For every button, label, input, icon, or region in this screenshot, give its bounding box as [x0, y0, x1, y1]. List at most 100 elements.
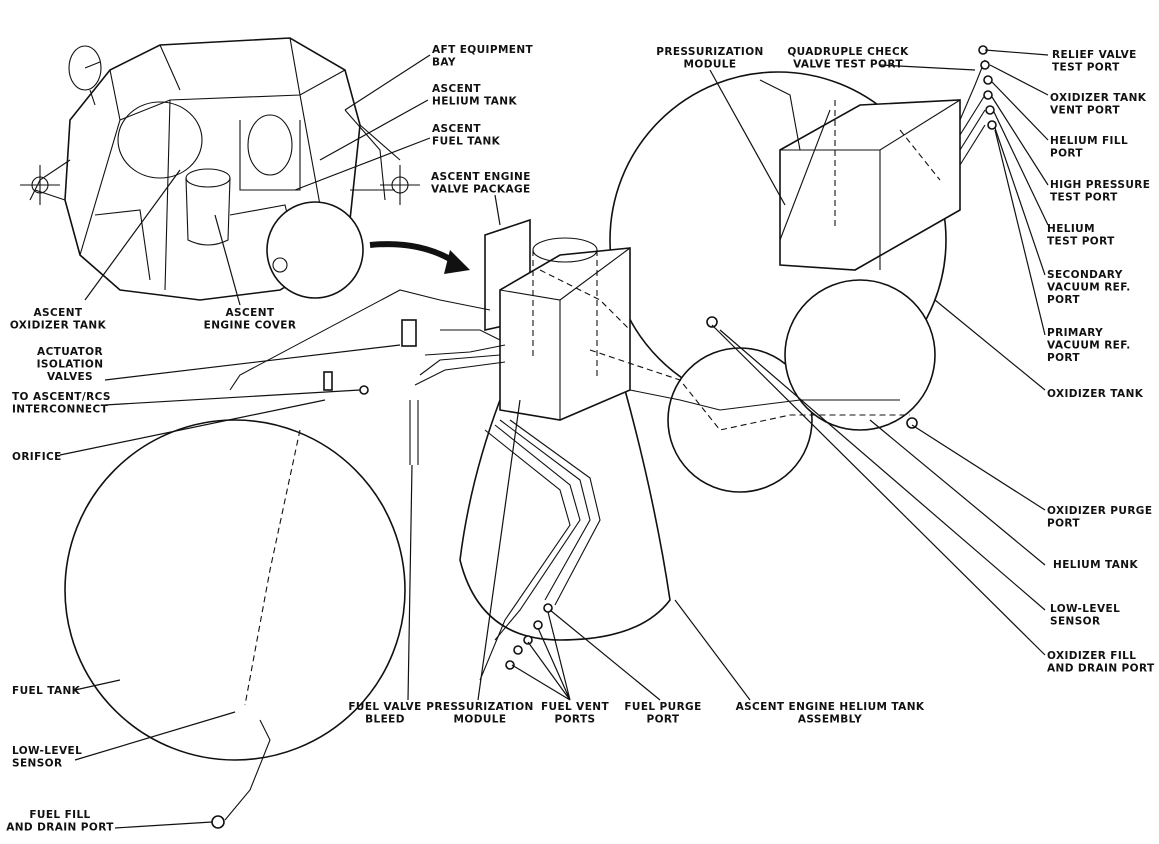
label-line: HIGH PRESSURE: [1050, 179, 1150, 191]
label-line: OXIDIZER PURGE: [1047, 505, 1152, 517]
label-line: PORT: [1047, 294, 1080, 306]
lunar-module-illustration: [20, 37, 420, 301]
label-line: TEST PORT: [1052, 62, 1120, 74]
label-line: INTERCONNECT: [12, 404, 109, 416]
label-line: HELIUM FILL: [1050, 135, 1128, 147]
label-line: HELIUM TANK: [432, 96, 517, 108]
valve-package-box: [484, 218, 631, 421]
label-line: VENT PORT: [1050, 105, 1120, 117]
plumbing-lines: [224, 59, 986, 821]
label-line: OXIDIZER FILL: [1047, 650, 1136, 662]
pressurization-module-box: [779, 99, 961, 271]
label-line: PORT: [1050, 148, 1083, 160]
label-line: TO ASCENT/RCS: [12, 391, 111, 403]
label-line: VACUUM REF.: [1047, 282, 1131, 294]
rcs-thruster-right-icon: [380, 165, 420, 205]
label-line: PORT: [647, 714, 680, 726]
label-line: VALVES: [47, 371, 93, 383]
label-orifice: ORIFICE: [12, 451, 62, 463]
label-line: RELIEF VALVE: [1052, 49, 1137, 61]
label-line: TEST PORT: [1050, 192, 1118, 204]
label-line: PRESSURIZATION: [426, 701, 533, 713]
label-line: ORIFICE: [12, 451, 62, 463]
label-line: VALVE PACKAGE: [431, 184, 531, 196]
label-line: PORT: [1047, 352, 1080, 364]
label-line: HELIUM: [1047, 223, 1095, 235]
label-line: ASCENT ENGINE: [431, 171, 531, 183]
label-line: VALVE TEST PORT: [793, 59, 903, 71]
label-line: LOW-LEVEL: [12, 745, 82, 757]
label-line: BAY: [432, 57, 456, 69]
label-line: LOW-LEVEL: [1050, 603, 1120, 615]
label-line: BLEED: [365, 714, 405, 726]
label-line: ISOLATION: [37, 359, 104, 371]
label-line: FUEL TANK: [12, 685, 81, 697]
label-line: FUEL FILL: [29, 809, 90, 821]
label-line: FUEL VALVE: [348, 701, 421, 713]
label-line: HELIUM TANK: [1053, 559, 1138, 571]
label-line: OXIDIZER TANK: [10, 320, 107, 332]
label-line: FUEL TANK: [432, 136, 501, 148]
label-line: OXIDIZER TANK: [1047, 388, 1144, 400]
rcs-thruster-left-icon: [20, 165, 60, 205]
inset-pointer-arrow: [369, 241, 470, 274]
label-fuel-tank: FUEL TANK: [12, 685, 81, 697]
label-line: SENSOR: [1050, 616, 1101, 628]
label-line: PRESSURIZATION: [656, 46, 763, 58]
label-oxidizer-tank: OXIDIZER TANK: [1047, 388, 1144, 400]
label-line: AFT EQUIPMENT: [432, 44, 534, 56]
label-line: ASCENT: [34, 307, 83, 319]
label-line: ASSEMBLY: [798, 714, 862, 726]
leader-lines: [59, 49, 1049, 829]
helium-tank-sphere-b: [784, 279, 936, 431]
label-line: SENSOR: [12, 758, 63, 770]
label-line: PORTS: [555, 714, 596, 726]
label-line: SECONDARY: [1047, 269, 1123, 281]
label-line: AND DRAIN PORT: [6, 822, 114, 834]
fuel-tank-sphere: [64, 419, 406, 761]
label-line: OXIDIZER TANK: [1050, 92, 1147, 104]
label-line: FUEL VENT: [541, 701, 610, 713]
label-line: QUADRUPLE CHECK: [787, 46, 909, 58]
label-line: FUEL PURGE: [624, 701, 701, 713]
engine-cover-cone: [459, 389, 671, 641]
label-helium-tank: HELIUM TANK: [1053, 559, 1138, 571]
label-line: ENGINE COVER: [204, 320, 297, 332]
label-line: PRIMARY: [1047, 327, 1103, 339]
label-line: ASCENT ENGINE HELIUM TANK: [736, 701, 925, 713]
label-line: ASCENT: [226, 307, 275, 319]
label-line: PORT: [1047, 518, 1080, 530]
label-line: ASCENT: [432, 123, 481, 135]
label-line: ACTUATOR: [37, 346, 103, 358]
